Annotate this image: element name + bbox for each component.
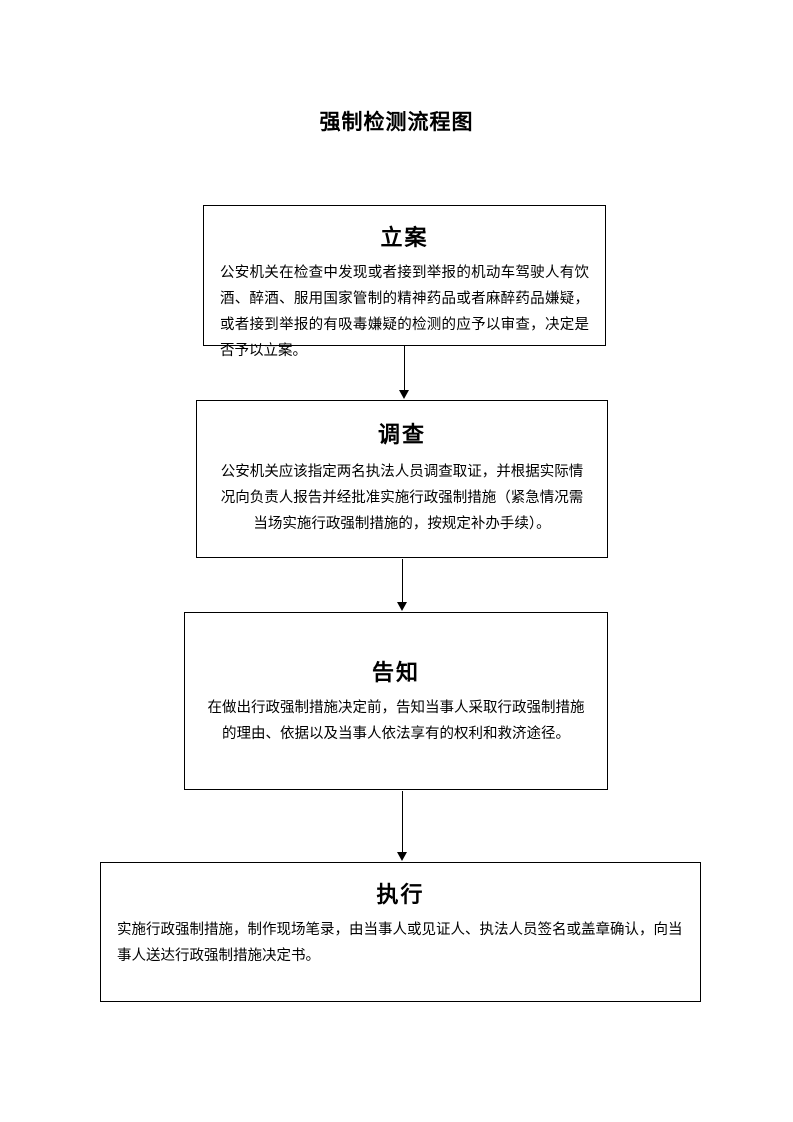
flow-step-investigation: 调查 公安机关应该指定两名执法人员调查取证，并根据实际情况向负责人报告并经批准实… <box>196 400 608 558</box>
flow-step-title: 执行 <box>376 882 425 907</box>
arrow-head-icon <box>397 852 407 861</box>
arrow-head-icon <box>397 602 407 611</box>
flow-step-title: 立案 <box>380 225 429 250</box>
flow-step-body: 在做出行政强制措施决定前，告知当事人采取行政强制措施的理由、依据以及当事人依法享… <box>207 700 585 742</box>
arrow-head-icon <box>399 390 409 399</box>
flow-step-notification: 告知 在做出行政强制措施决定前，告知当事人采取行政强制措施的理由、依据以及当事人… <box>184 612 608 790</box>
flow-step-title: 调查 <box>377 422 426 447</box>
page-title: 强制检测流程图 <box>319 111 474 134</box>
arrow-shaft <box>403 346 405 390</box>
flow-step-execution: 执行 实施行政强制措施，制作现场笔录，由当事人或见证人、执法人员签名或盖章确认，… <box>100 862 701 1002</box>
arrow-shaft <box>401 559 403 602</box>
flow-arrow-down-1 <box>398 346 410 399</box>
flow-step-body: 公安机关应该指定两名执法人员调查取证，并根据实际情况向负责人报告并经批准实施行政… <box>220 464 584 532</box>
arrow-shaft <box>401 791 403 852</box>
flow-step-body: 实施行政强制措施，制作现场笔录，由当事人或见证人、执法人员签名或盖章确认，向当事… <box>117 922 683 964</box>
flow-step-body: 公安机关在检查中发现或者接到举报的机动车驾驶人有饮酒、醉酒、服用国家管制的精神药… <box>220 265 589 359</box>
flow-step-title: 告知 <box>371 660 420 685</box>
flow-step-filing: 立案 公安机关在检查中发现或者接到举报的机动车驾驶人有饮酒、醉酒、服用国家管制的… <box>203 205 606 359</box>
flow-arrow-down-2 <box>396 559 408 611</box>
flow-arrow-down-3 <box>396 791 408 861</box>
